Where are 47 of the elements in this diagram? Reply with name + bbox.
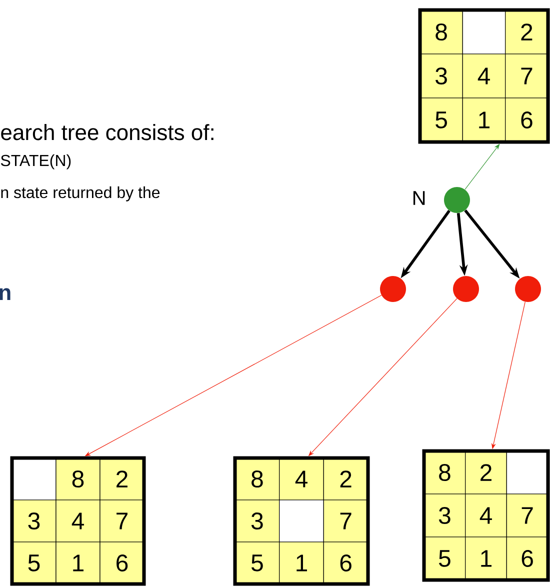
number-tile: 3 bbox=[424, 494, 466, 538]
number-tile: 6 bbox=[505, 98, 548, 142]
number-tile: 2 bbox=[100, 458, 144, 500]
number-tile: 6 bbox=[100, 542, 144, 584]
number-tile: 6 bbox=[323, 542, 368, 584]
number-tile: 4 bbox=[465, 494, 507, 538]
puzzle-board bbox=[418, 8, 550, 144]
number-tile: 5 bbox=[424, 536, 466, 580]
number-tile: 8 bbox=[56, 458, 100, 500]
node-label: N bbox=[413, 191, 425, 205]
number-tile: 5 bbox=[234, 542, 280, 584]
number-tile: 3 bbox=[234, 500, 280, 542]
blank-tile bbox=[279, 500, 324, 542]
number-tile: 5 bbox=[12, 542, 56, 584]
text-line: n bbox=[0, 288, 10, 300]
blank-tile bbox=[462, 10, 506, 54]
number-tile: 4 bbox=[56, 500, 100, 542]
number-tile: 2 bbox=[323, 458, 368, 500]
number-tile: 7 bbox=[505, 54, 548, 98]
blank-tile bbox=[12, 458, 56, 500]
number-tile: 7 bbox=[323, 500, 368, 542]
tree-node bbox=[453, 276, 479, 302]
number-tile: 7 bbox=[506, 494, 548, 538]
text-line: n state returned by the bbox=[1, 186, 160, 202]
number-tile: 6 bbox=[506, 536, 548, 580]
tree-node bbox=[515, 276, 541, 302]
number-tile: 3 bbox=[12, 500, 56, 542]
number-tile: 1 bbox=[56, 542, 100, 584]
tree-node bbox=[444, 187, 470, 213]
number-tile: 1 bbox=[462, 98, 506, 142]
number-tile: 8 bbox=[234, 458, 280, 500]
number-tile: 1 bbox=[279, 542, 324, 584]
number-tile: 2 bbox=[505, 10, 548, 54]
text-line: earch tree consists of: bbox=[1, 124, 214, 140]
puzzle-board bbox=[233, 456, 370, 586]
number-tile: 3 bbox=[420, 54, 463, 98]
puzzle-board bbox=[422, 449, 550, 582]
number-tile: 2 bbox=[465, 450, 507, 494]
number-tile: 8 bbox=[424, 450, 466, 494]
blank-tile bbox=[506, 450, 548, 494]
text-line: STATE(N) bbox=[0, 154, 71, 170]
tree-node bbox=[380, 276, 406, 302]
number-tile: 4 bbox=[279, 458, 324, 500]
puzzle-board bbox=[10, 456, 146, 586]
number-tile: 1 bbox=[465, 536, 507, 580]
number-tile: 4 bbox=[462, 54, 506, 98]
number-tile: 7 bbox=[100, 500, 144, 542]
